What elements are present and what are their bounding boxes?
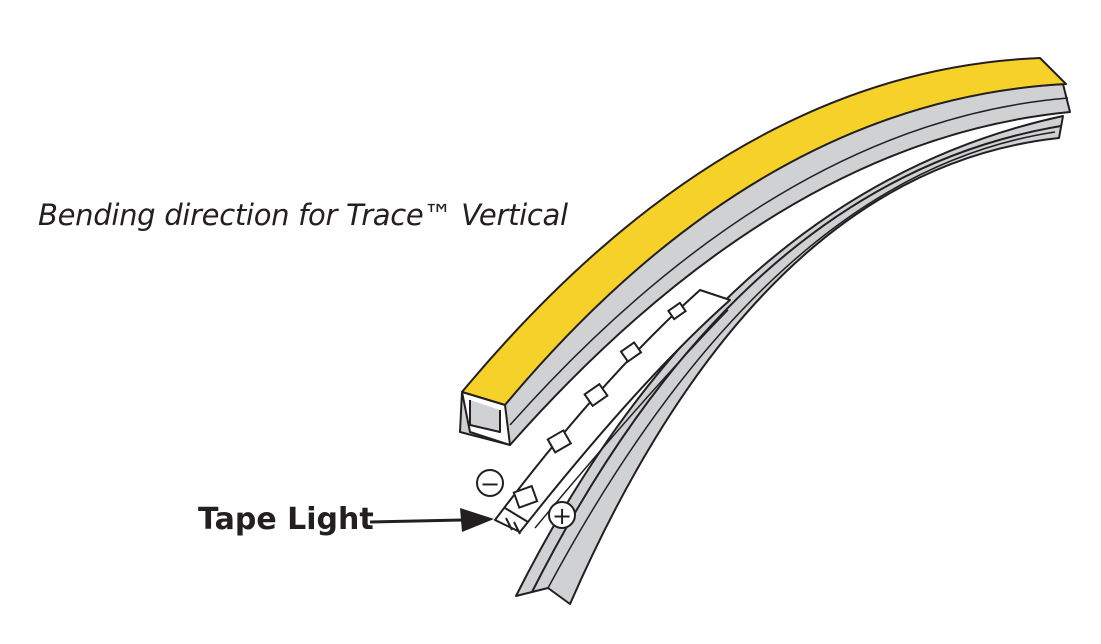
led-chip bbox=[546, 429, 573, 454]
tape-strip-edge bbox=[534, 309, 729, 529]
diffuser-end-cap bbox=[461, 391, 511, 446]
channel-body bbox=[515, 115, 1064, 605]
tape-light-strip bbox=[494, 289, 731, 535]
channel-groove bbox=[531, 125, 1062, 593]
led-chip bbox=[619, 341, 643, 363]
led-chip bbox=[512, 484, 539, 509]
diagram-caption: Bending direction for Trace™ Vertical bbox=[38, 198, 568, 232]
negative-terminal-marker: − bbox=[476, 469, 504, 498]
led-chip bbox=[667, 301, 687, 321]
positive-terminal-marker: + bbox=[548, 501, 576, 530]
led-chip bbox=[583, 382, 609, 408]
solder-pads bbox=[504, 507, 529, 535]
channel-inner-edge bbox=[547, 131, 1056, 589]
diffuser-seam bbox=[509, 97, 1069, 426]
tape-light-label: Tape Light bbox=[198, 502, 374, 537]
negative-symbol: − bbox=[480, 470, 500, 498]
positive-symbol: + bbox=[552, 502, 572, 530]
diffuser-lens bbox=[459, 57, 1071, 446]
tape-light-arrow bbox=[369, 508, 494, 532]
channel-extrusion bbox=[515, 115, 1064, 605]
